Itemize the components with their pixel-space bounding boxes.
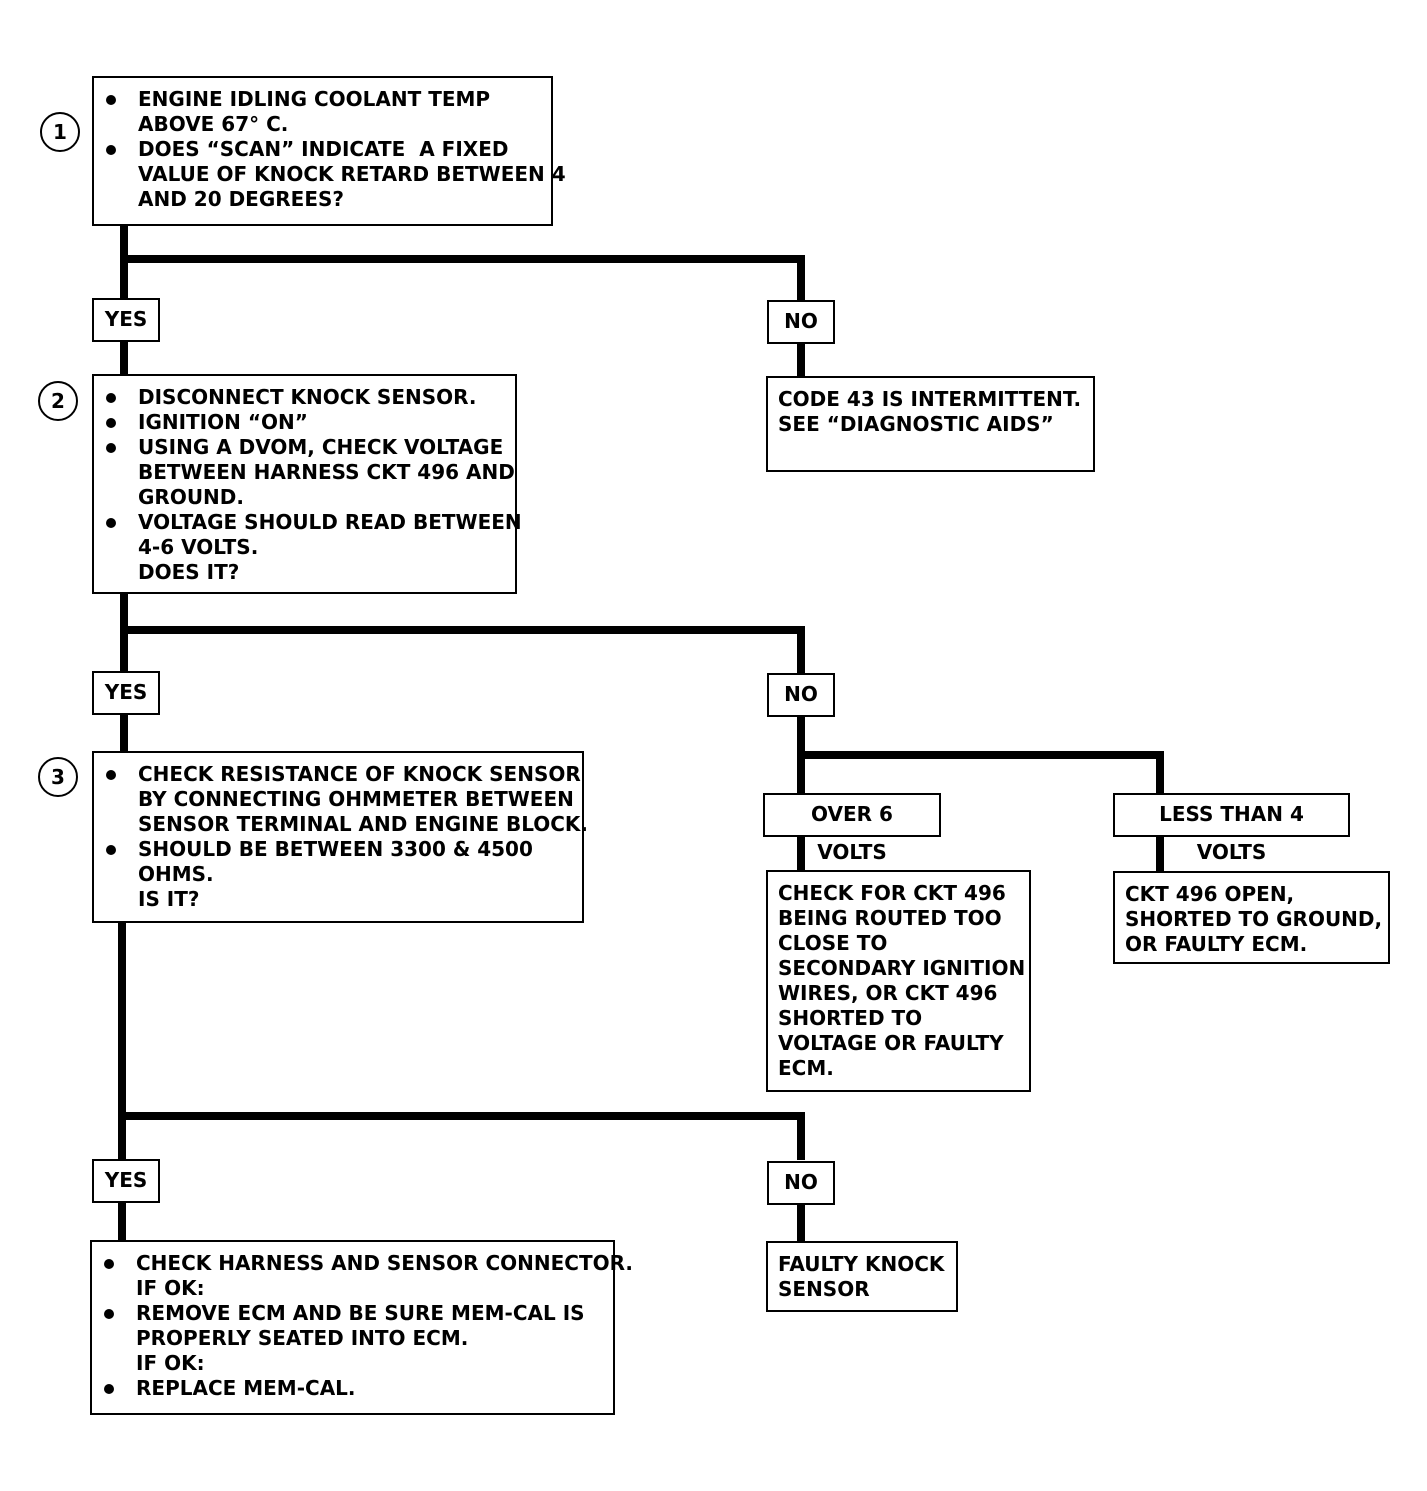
bullet-icon bbox=[106, 770, 116, 780]
step-3-item: SHOULD BE BETWEEN 3300 & 4500 OHMS. IS I… bbox=[100, 837, 572, 912]
step-2-item: DISCONNECT KNOCK SENSOR. bbox=[100, 385, 505, 410]
bullet-icon bbox=[106, 145, 116, 155]
step-1-no-label: NO bbox=[767, 300, 835, 344]
connector-no2-less bbox=[801, 751, 1164, 793]
over-6-volts-label: OVER 6 VOLTS bbox=[763, 793, 941, 864]
final-item: REMOVE ECM AND BE SURE MEM-CAL IS PROPER… bbox=[98, 1301, 603, 1376]
over-6-volts-result-box: CHECK FOR CKT 496 BEING ROUTED TOO CLOSE… bbox=[766, 870, 1031, 1092]
connector-step2-no bbox=[124, 626, 805, 673]
bullet-icon bbox=[106, 443, 116, 453]
less-than-4-volts-result-box: CKT 496 OPEN, SHORTED TO GROUND, OR FAUL… bbox=[1113, 871, 1390, 964]
less-than-4-volts-label: LESS THAN 4 VOLTS bbox=[1113, 793, 1350, 864]
step-3-item: CHECK RESISTANCE OF KNOCK SENSOR BY CONN… bbox=[100, 762, 588, 837]
step-2-item: USING A DVOM, CHECK VOLTAGE BETWEEN HARN… bbox=[100, 435, 515, 510]
step-3-no-label: NO bbox=[767, 1161, 835, 1205]
step-2-no-label: NO bbox=[767, 673, 835, 717]
final-item: REPLACE MEM-CAL. bbox=[98, 1376, 603, 1401]
bullet-icon bbox=[104, 1309, 114, 1319]
connector-step3-no bbox=[122, 1112, 805, 1160]
step-2-box: DISCONNECT KNOCK SENSOR. IGNITION “ON” U… bbox=[92, 374, 522, 594]
step-3-marker: 3 bbox=[38, 757, 78, 797]
step-2-item: IGNITION “ON” bbox=[100, 410, 505, 435]
step-1-marker: 1 bbox=[40, 112, 80, 152]
final-action-box: CHECK HARNESS AND SENSOR CONNECTOR. IF O… bbox=[90, 1240, 633, 1415]
step-3-yes-label: YES bbox=[92, 1159, 160, 1203]
step-1-yes-label: YES bbox=[92, 298, 160, 342]
bullet-icon bbox=[106, 518, 116, 528]
code-43-intermittent-box: CODE 43 IS INTERMITTENT. SEE “DIAGNOSTIC… bbox=[766, 376, 1095, 472]
faulty-knock-sensor-box: FAULTY KNOCK SENSOR bbox=[766, 1241, 958, 1312]
step-3-box: CHECK RESISTANCE OF KNOCK SENSOR BY CONN… bbox=[92, 751, 588, 923]
step-1-box: ENGINE IDLING COOLANT TEMP ABOVE 67° C. … bbox=[92, 76, 566, 226]
step-1-item: ENGINE IDLING COOLANT TEMP ABOVE 67° C. bbox=[100, 87, 541, 137]
final-item: CHECK HARNESS AND SENSOR CONNECTOR. IF O… bbox=[98, 1251, 633, 1301]
connector-step1-no bbox=[124, 255, 805, 300]
bullet-icon bbox=[106, 393, 116, 403]
step-1-item: DOES “SCAN” INDICATE A FIXED VALUE OF KN… bbox=[100, 137, 566, 212]
bullet-icon bbox=[106, 418, 116, 428]
step-2-item: VOLTAGE SHOULD READ BETWEEN 4-6 VOLTS. D… bbox=[100, 510, 522, 585]
bullet-icon bbox=[104, 1259, 114, 1269]
bullet-icon bbox=[106, 95, 116, 105]
bullet-icon bbox=[104, 1384, 114, 1394]
bullet-icon bbox=[106, 845, 116, 855]
step-2-yes-label: YES bbox=[92, 671, 160, 715]
step-2-marker: 2 bbox=[38, 381, 78, 421]
